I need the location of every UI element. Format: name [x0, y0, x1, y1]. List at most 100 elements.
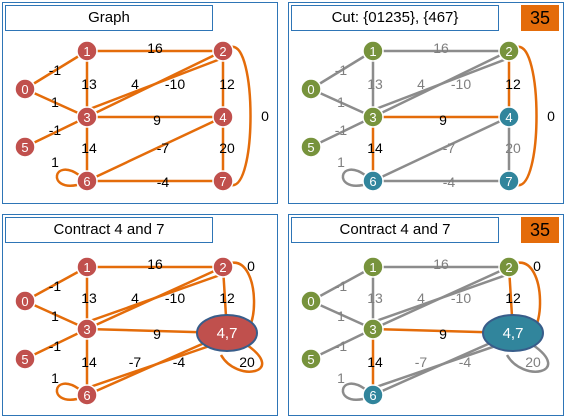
edge-weight-label: 1: [337, 370, 345, 386]
node-2: 2: [212, 256, 234, 278]
edge-2-7: [230, 45, 252, 187]
node-47: 4,7: [196, 314, 258, 352]
edge-4-6: [372, 115, 510, 183]
node-5: 5: [14, 136, 36, 158]
edge-6-6: [341, 168, 366, 187]
node-label: 1: [369, 260, 376, 275]
edge-weight-label: -10: [451, 290, 471, 306]
edge-weight-label: 1: [51, 370, 59, 386]
node-label: 4: [219, 110, 226, 125]
edge-47-47: [219, 343, 264, 373]
edge-weight-label: 20: [505, 140, 521, 156]
node-label: 4,7: [503, 325, 524, 342]
edge-6-6: [341, 382, 366, 401]
edge-6-6: [55, 168, 80, 187]
node-label: 5: [307, 140, 314, 155]
edge-weight-label: 16: [147, 40, 163, 56]
node-label: 4: [505, 110, 512, 125]
edge-weight-label: 9: [439, 112, 447, 128]
edges: [24, 261, 264, 401]
node-label: 2: [219, 260, 226, 275]
edge-weight-label: -7: [129, 354, 142, 370]
edge-weight-label: 20: [239, 354, 255, 370]
edge-weight-label: 4: [417, 76, 425, 92]
edge-weight-label: 12: [505, 76, 521, 92]
edge-weight-label: 20: [219, 140, 235, 156]
edge-weight-label: 13: [367, 290, 383, 306]
panel-title: Cut: {01235}, {467}: [291, 5, 499, 31]
node-label: 3: [83, 322, 90, 337]
node-3: 3: [362, 106, 384, 128]
edge-weight-label: -4: [157, 174, 170, 190]
node-label: 0: [21, 82, 28, 97]
node-label: 5: [21, 140, 28, 155]
edge-weight-label: 13: [81, 76, 97, 92]
edge-weight-label: -1: [49, 62, 62, 78]
cut-cost-badge: 35: [521, 5, 559, 31]
edge-weight-label: -1: [49, 122, 62, 138]
edge-weight-label: 12: [219, 290, 235, 306]
node-6: 6: [76, 384, 98, 406]
node-5: 5: [14, 348, 36, 370]
panel-title: Contract 4 and 7: [5, 217, 213, 243]
edge-weight-label: 13: [367, 76, 383, 92]
edge-weight-label: 14: [367, 140, 383, 156]
edge-weight-label: -7: [443, 140, 456, 156]
edge-weight-label: 4: [417, 290, 425, 306]
edge-weight-label: 0: [547, 108, 555, 124]
edge-weight-label: 13: [81, 290, 97, 306]
edge-4-6: [86, 115, 224, 183]
node-label: 6: [83, 174, 90, 189]
edge-weight-label: 4: [131, 290, 139, 306]
edge-weight-label: 14: [81, 140, 97, 156]
edge-6-47: [372, 338, 514, 390]
edge-weight-label: 12: [505, 290, 521, 306]
edge-47-47: [505, 343, 550, 373]
node-1: 1: [76, 256, 98, 278]
edge-weight-label: 0: [261, 108, 269, 124]
node-label: 3: [369, 322, 376, 337]
edge-weight-label: 1: [337, 94, 345, 110]
node-6: 6: [362, 170, 384, 192]
edge-weight-label: -4: [173, 354, 186, 370]
edge-weight-label: 16: [433, 40, 449, 56]
edge-weight-label: 16: [433, 256, 449, 272]
edge-weight-label: -10: [165, 290, 185, 306]
node-5: 5: [300, 136, 322, 158]
edge-0-1: [310, 49, 374, 91]
edge-weight-label: 12: [219, 76, 235, 92]
edge-0-1: [24, 49, 88, 91]
node-label: 5: [21, 352, 28, 367]
node-2: 2: [212, 40, 234, 62]
edge-weight-label: 9: [439, 326, 447, 342]
edge-weight-label: -1: [335, 122, 348, 138]
edge-0-3: [24, 299, 88, 331]
node-label: 6: [369, 174, 376, 189]
edge-weight-label: -1: [335, 338, 348, 354]
node-2: 2: [498, 40, 520, 62]
edge-weight-label: 1: [337, 154, 345, 170]
node-label: 1: [369, 44, 376, 59]
node-label: 3: [369, 110, 376, 125]
node-label: 4,7: [217, 325, 238, 342]
node-label: 1: [83, 44, 90, 59]
edge-weight-label: 20: [525, 354, 541, 370]
edge-3-2: [372, 56, 510, 112]
node-3: 3: [362, 318, 384, 340]
node-label: 6: [369, 388, 376, 403]
node-label: 3: [83, 110, 90, 125]
node-label: 2: [219, 44, 226, 59]
edge-weight-label: -10: [451, 76, 471, 92]
edge-0-1: [310, 265, 374, 303]
node-label: 1: [83, 260, 90, 275]
